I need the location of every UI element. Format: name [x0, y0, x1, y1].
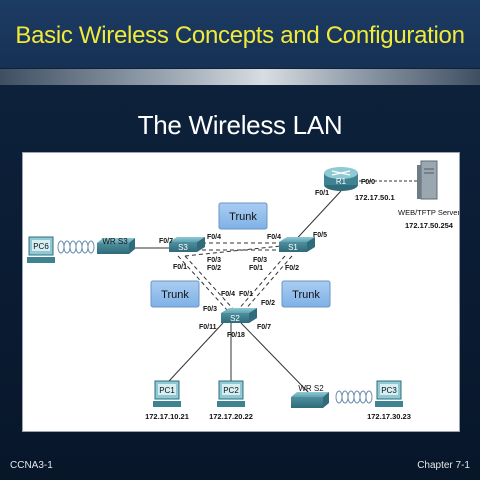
wireless-router-wrs2: WR S2 [291, 384, 329, 408]
router-arrows-icon [331, 170, 351, 176]
port-s3-f03: F0/3 [207, 257, 221, 264]
pc2: PC2 [217, 380, 245, 407]
port-s3-f04: F0/4 [207, 234, 221, 241]
pc3: PC3 [375, 380, 403, 407]
port-r1-f01: F0/1 [315, 190, 329, 197]
port-s3-f02: F0/2 [207, 265, 221, 272]
link-s1-s2-b [243, 255, 293, 312]
link-s2-pc1 [168, 322, 224, 382]
wireless-link-pc6 [57, 240, 95, 254]
trunk-box-left: Trunk [150, 280, 200, 308]
s3-label: S3 [178, 243, 188, 252]
port-labels: F0/1 F0/0 F0/5 F0/4 F0/3 F0/1 F0/2 F0/7 … [159, 179, 375, 339]
port-s2-f04: F0/4 [221, 291, 235, 298]
port-s1-f05: F0/5 [313, 232, 327, 239]
pc2-label: PC2 [223, 386, 239, 395]
switch-s2: S2 [221, 308, 257, 323]
link-s3-s2-a [177, 255, 229, 312]
port-s2-f18: F0/18 [227, 332, 245, 339]
link-s1-s2-a [236, 255, 286, 312]
wrs2-label: WR S2 [298, 384, 324, 393]
wrs3-label: WR S3 [102, 237, 128, 246]
trunk-box-top: Trunk [218, 202, 268, 230]
slide-subtitle: The Wireless LAN [137, 110, 343, 140]
s2-label: S2 [230, 314, 240, 323]
port-s2-f07: F0/7 [257, 324, 271, 331]
port-s3-f07: F0/7 [159, 238, 173, 245]
pc1-label: PC1 [159, 386, 175, 395]
footer-chapter-label: Chapter 7-1 [417, 460, 470, 471]
link-s3-s2-b [184, 255, 236, 312]
server-ip: 172.17.50.254 [405, 221, 454, 230]
port-s2-f11: F0/11 [199, 324, 217, 331]
pc3-label: PC3 [381, 386, 397, 395]
port-s1-f02: F0/2 [285, 265, 299, 272]
router-r1: R1 [324, 167, 358, 191]
switch-s1: S1 [279, 237, 315, 252]
port-s2-f01: F0/1 [239, 291, 253, 298]
s1-label: S1 [288, 243, 298, 252]
footer-course-label: CCNA3-1 [10, 460, 53, 471]
network-diagram-panel: Trunk Trunk Trunk R1 S3 S1 [22, 152, 460, 432]
title-bar [0, 0, 480, 68]
pc3-ip: 172.17.30.23 [367, 412, 411, 421]
trunk-label: Trunk [229, 211, 257, 223]
link-s3-s1-x-a [184, 245, 282, 257]
switch-s3: S3 [169, 237, 205, 252]
pc6: PC6 [27, 236, 55, 263]
port-s2-f03: F0/3 [203, 306, 217, 313]
trunk-box-right: Trunk [281, 280, 331, 308]
port-s1-f01: F0/1 [249, 265, 263, 272]
r1-ip: 172.17.50.1 [355, 193, 395, 202]
port-s2-f02: F0/2 [261, 300, 275, 307]
port-s1-f03: F0/3 [253, 257, 267, 264]
wireless-link-pc3 [335, 390, 373, 404]
pc6-label: PC6 [33, 242, 49, 251]
trunk-label: Trunk [161, 289, 189, 301]
pc2-ip: 172.17.20.22 [209, 412, 253, 421]
r1-label: R1 [336, 177, 347, 186]
network-diagram: Trunk Trunk Trunk R1 S3 S1 [27, 160, 460, 421]
server-web-tftp [417, 160, 438, 200]
ip-labels: 172.17.50.1 WEB/TFTP Server 172.17.50.25… [145, 193, 460, 421]
port-s3-f01: F0/1 [173, 264, 187, 271]
link-s2-wrs2 [240, 322, 310, 394]
slide-title: Basic Wireless Concepts and Configuratio… [15, 22, 465, 49]
server-label: WEB/TFTP Server [398, 208, 459, 217]
wireless-router-wrs3: WR S3 [97, 237, 135, 254]
title-divider [0, 69, 480, 85]
port-r1-f00: F0/0 [361, 179, 375, 186]
pc1: PC1 [153, 380, 181, 407]
pc1-ip: 172.17.10.21 [145, 412, 189, 421]
trunk-label: Trunk [292, 289, 320, 301]
port-s1-f04: F0/4 [267, 234, 281, 241]
